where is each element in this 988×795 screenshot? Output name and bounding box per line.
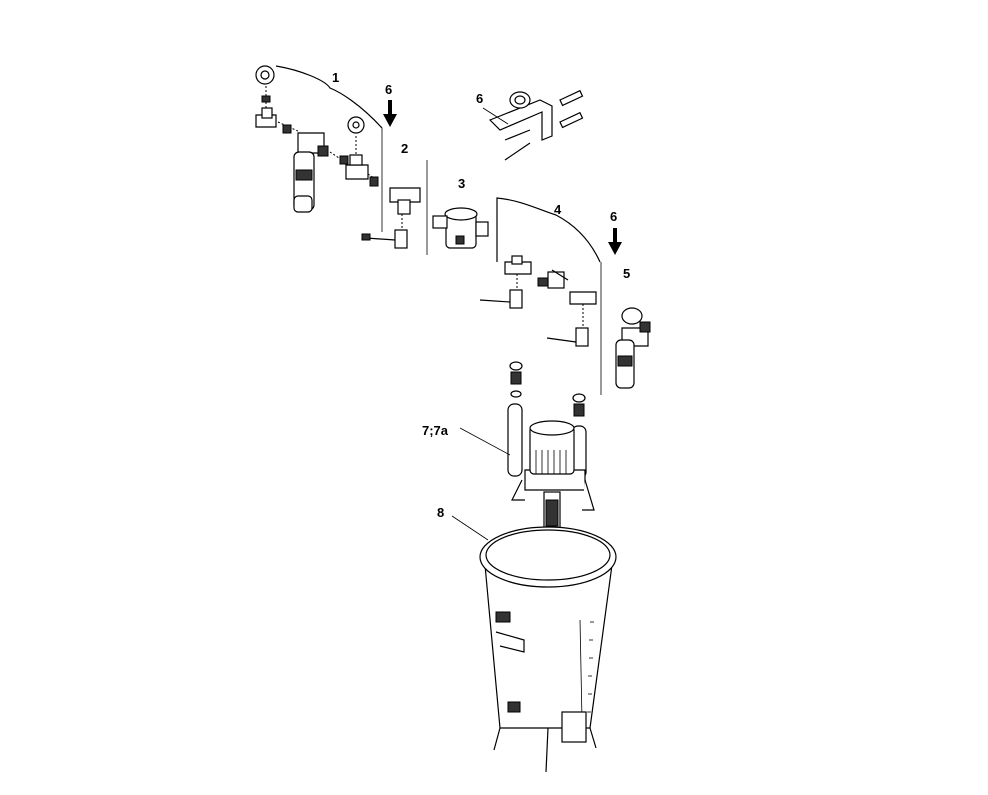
dosing-pump-7 bbox=[459, 361, 595, 553]
callout-5: 5 bbox=[623, 266, 630, 281]
tank-8 bbox=[451, 515, 617, 773]
bracket-4 bbox=[496, 197, 601, 263]
callout-2: 2 bbox=[401, 141, 408, 156]
callout-4: 4 bbox=[554, 202, 562, 217]
assembly-2-tee-valve bbox=[361, 187, 421, 249]
pump-fins bbox=[535, 450, 567, 474]
callout-7-7a: 7;7a bbox=[422, 423, 449, 438]
callout-6-right: 6 bbox=[610, 209, 617, 224]
callout-8: 8 bbox=[437, 505, 444, 520]
callout-3: 3 bbox=[458, 176, 465, 191]
arrow-6-left bbox=[383, 100, 397, 127]
callout-1: 1 bbox=[332, 70, 339, 85]
assembly-4-bypass bbox=[479, 197, 601, 347]
level-scale bbox=[587, 621, 594, 713]
assembly-1-filter-valve bbox=[255, 65, 383, 213]
callout-6-left: 6 bbox=[385, 82, 392, 97]
assembly-5-filter-valve bbox=[615, 307, 651, 389]
callout-6-bracket: 6 bbox=[476, 91, 483, 106]
wall-bracket-6 bbox=[482, 89, 584, 161]
assembly-3-water-meter bbox=[432, 207, 489, 249]
bracket-1 bbox=[275, 65, 383, 129]
arrow-6-right bbox=[608, 228, 622, 255]
